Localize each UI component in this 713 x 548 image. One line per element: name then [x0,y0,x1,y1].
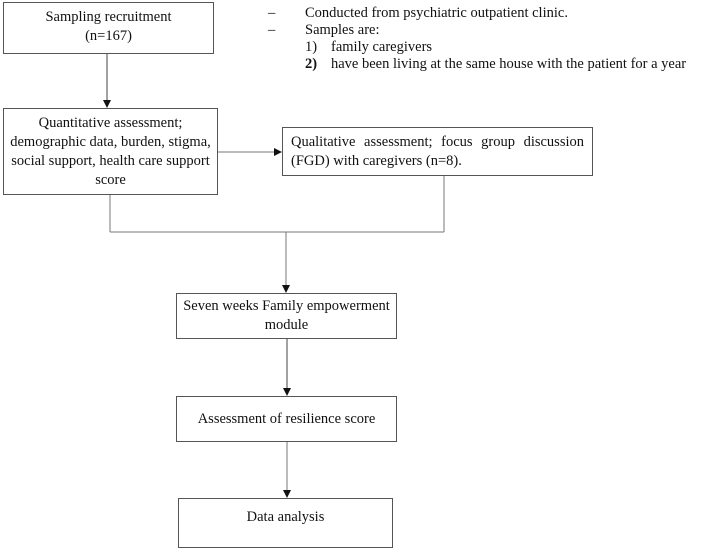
note-bullet-1-text: Conducted from psychiatric outpatient cl… [305,5,568,21]
quantitative-assessment-box: Quantitative assessment; demographic dat… [3,108,218,195]
sub-item-2-text: have been living at the same house with … [331,56,687,72]
family-empowerment-module-label: Seven weeks Family empowerment module [183,298,390,333]
note-bullet-2-text: Samples are: [305,22,380,38]
note-bullet-2: – Samples are: [262,22,710,39]
note-bullet-1: – Conducted from psychiatric outpatient … [262,5,710,22]
resilience-assessment-label: Assessment of resilience score [197,410,376,427]
qualitative-assessment-label: Qualitative assessment; focus group disc… [291,133,584,169]
sub-item-1-text: family caregivers [331,39,433,55]
dash-marker: – [268,22,276,38]
resilience-assessment-box: Assessment of resilience score [176,396,397,442]
data-analysis-label: Data analysis [246,509,325,525]
note-sub-item-2: 2) have been living at the same house wi… [262,56,710,73]
quantitative-assessment-label: Quantitative assessment; demographic dat… [10,114,211,188]
qualitative-assessment-box: Qualitative assessment; focus group disc… [282,127,593,176]
note-sub-item-1: 1) family caregivers [262,39,710,56]
dash-marker: – [268,5,276,21]
sub-item-1-number: 1) [305,39,318,55]
sampling-notes: – Conducted from psychiatric outpatient … [262,5,710,73]
sub-item-2-number: 2) [305,56,318,72]
sampling-recruitment-label: Sampling recruitment (n=167) [45,9,172,44]
family-empowerment-module-box: Seven weeks Family empowerment module [176,293,397,339]
sampling-recruitment-box: Sampling recruitment (n=167) [3,2,214,54]
data-analysis-box: Data analysis [178,498,393,548]
